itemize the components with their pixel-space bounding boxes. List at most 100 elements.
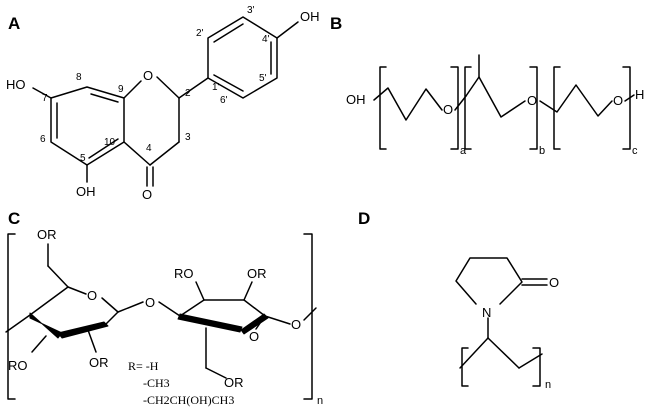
locant-10: 10 bbox=[104, 137, 116, 148]
chain-c-h bbox=[624, 94, 635, 102]
structure-a-bonds bbox=[32, 16, 299, 187]
ring1-bond-o-c5 bbox=[67, 286, 87, 295]
atom-oh-5: OH bbox=[76, 184, 96, 199]
atom-oh-7: HO bbox=[6, 77, 26, 92]
ring1-bond-c1 bbox=[105, 311, 119, 325]
locant-2p: 2' bbox=[196, 28, 204, 39]
r-group-h: R= -H bbox=[128, 359, 159, 373]
subscript-b: b bbox=[539, 145, 545, 157]
bracket-a-right bbox=[450, 66, 459, 150]
r-group-hydroxypropyl: -CH2CH(OH)CH3 bbox=[143, 393, 234, 407]
bond-c4p-oh bbox=[276, 21, 299, 39]
panel-label-c: C bbox=[8, 209, 20, 228]
panel-a: A O O bbox=[6, 5, 320, 202]
bond-o-c2 bbox=[156, 76, 180, 99]
ring2-bond-c1-oe bbox=[264, 315, 291, 325]
atom-o-d: O bbox=[549, 275, 559, 290]
structure-b-bonds bbox=[373, 54, 635, 150]
ring2-out-bond bbox=[303, 307, 317, 321]
ring1-bond-c5-c4 bbox=[29, 286, 69, 316]
locant-1p: 1' bbox=[212, 82, 220, 93]
atom-or-bottom-2: OR bbox=[224, 375, 244, 390]
pyrrolidone-ring bbox=[455, 257, 523, 305]
atom-o-carbonyl: O bbox=[142, 187, 152, 202]
atom-o-link: O bbox=[145, 295, 155, 310]
locant-2: 2 bbox=[185, 88, 191, 99]
structure-c-bonds bbox=[5, 233, 317, 400]
panel-label-a: A bbox=[8, 14, 20, 33]
bond-c9-o bbox=[123, 80, 142, 99]
ring1-bond-c1-o bbox=[101, 297, 119, 313]
chain-c bbox=[539, 84, 613, 117]
bracket-d-right bbox=[532, 347, 541, 387]
chain-a-link bbox=[454, 95, 467, 111]
subscript-a: a bbox=[460, 145, 467, 157]
ring2-bond-c4-c3 bbox=[179, 299, 205, 317]
bracket-a-left bbox=[379, 66, 387, 150]
ring2-bond-c1-o bbox=[255, 315, 266, 330]
ring2-bond-c2-c1 bbox=[243, 299, 266, 317]
atom-o-ring2: O bbox=[249, 329, 259, 344]
atom-o-end: O bbox=[291, 317, 301, 332]
atom-o-ring1: O bbox=[87, 288, 97, 303]
subscript-n-d: n bbox=[545, 379, 551, 391]
glycosidic-2 bbox=[158, 301, 181, 317]
locant-3p: 3' bbox=[247, 5, 255, 16]
atom-oh-4p: OH bbox=[300, 9, 320, 24]
subscript-c: c bbox=[632, 145, 638, 157]
ring-a-double-3 bbox=[88, 138, 119, 159]
atom-n: N bbox=[482, 305, 491, 320]
ring1-wedge-left bbox=[29, 312, 63, 339]
ring2-wedge-bottom bbox=[177, 313, 243, 333]
locant-5p: 5' bbox=[259, 73, 267, 84]
locant-6: 6 bbox=[40, 134, 46, 145]
locant-3: 3 bbox=[185, 132, 191, 143]
bracket-c-right bbox=[303, 233, 313, 400]
panel-label-d: D bbox=[358, 209, 370, 228]
chain-mid bbox=[487, 337, 520, 369]
panel-c: C bbox=[5, 209, 323, 407]
chain-right bbox=[518, 353, 543, 369]
bond-c7-oh bbox=[32, 87, 52, 99]
bracket-c-left bbox=[7, 233, 16, 400]
locant-6p: 6' bbox=[220, 95, 228, 106]
ring2-c3-ro bbox=[195, 281, 205, 301]
atom-or-top-2: OR bbox=[247, 266, 267, 281]
glycosidic-1 bbox=[117, 301, 144, 313]
ring1-wedge-bottom bbox=[57, 321, 109, 339]
r-group-ch3: -CH3 bbox=[143, 376, 170, 390]
panel-b: B OH O O O H a b c bbox=[330, 14, 644, 157]
locant-9: 9 bbox=[118, 84, 124, 95]
bond-c2-c1p bbox=[178, 77, 209, 99]
ring1-in-bond bbox=[5, 314, 31, 333]
bracket-d-left bbox=[461, 347, 469, 387]
bond-c3-c4 bbox=[149, 141, 180, 166]
bracket-b-left bbox=[464, 66, 472, 150]
atom-or-top: OR bbox=[37, 227, 57, 242]
panel-d: D N O n bbox=[358, 209, 559, 391]
ring-b-double-1 bbox=[213, 23, 244, 43]
bond-c4-c10 bbox=[123, 141, 151, 166]
ring2-wedge-o bbox=[240, 313, 269, 335]
locant-4p: 4' bbox=[262, 34, 270, 45]
atom-o-2: O bbox=[527, 93, 537, 108]
atom-o-1: O bbox=[443, 102, 453, 117]
chain-left bbox=[459, 337, 489, 369]
ring1-ch2 bbox=[47, 265, 69, 288]
ring2-c2-or bbox=[243, 281, 253, 301]
atom-ro-bottom-left: RO bbox=[8, 358, 28, 373]
ring-a bbox=[50, 86, 125, 166]
atom-o-ring: O bbox=[143, 68, 153, 83]
chain-b bbox=[465, 76, 526, 118]
locant-4: 4 bbox=[146, 143, 152, 154]
structure-d-bonds bbox=[455, 257, 548, 387]
ring1-c3-or bbox=[31, 335, 47, 353]
atom-oh: OH bbox=[346, 92, 366, 107]
bracket-b-right bbox=[529, 66, 538, 150]
ring-b-double-3 bbox=[213, 74, 244, 92]
atom-h: H bbox=[635, 87, 644, 102]
ring2-ch2-or bbox=[205, 367, 227, 379]
atom-o-3: O bbox=[613, 93, 623, 108]
chain-a bbox=[373, 87, 443, 121]
